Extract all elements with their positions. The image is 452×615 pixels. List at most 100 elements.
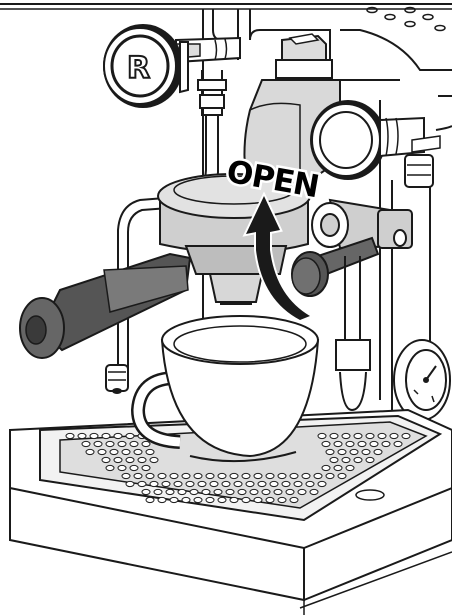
grate-hole	[318, 481, 326, 486]
grate-hole	[174, 481, 182, 486]
grate-hole	[274, 489, 282, 494]
grate-hole	[114, 457, 122, 462]
grate-hole	[190, 489, 198, 494]
grate-hole	[270, 481, 278, 486]
grate-hole	[318, 433, 326, 438]
grate-hole	[194, 473, 202, 478]
grate-hole	[322, 441, 330, 446]
grate-hole	[114, 433, 122, 438]
grate-hole	[242, 473, 250, 478]
grate-hole	[182, 497, 190, 502]
grate-hole	[246, 481, 254, 486]
grate-hole	[358, 441, 366, 446]
grate-hole	[142, 441, 150, 446]
right-water-pipe	[336, 256, 370, 410]
steam-tip	[106, 365, 128, 394]
grate-hole	[198, 481, 206, 486]
grate-hole	[170, 497, 178, 502]
grate-hole	[98, 449, 106, 454]
grate-hole	[82, 441, 90, 446]
grate-hole	[78, 433, 86, 438]
grate-hole	[254, 473, 262, 478]
grate-hole	[102, 433, 110, 438]
grate-hole	[394, 441, 402, 446]
grate-hole	[290, 473, 298, 478]
grate-hole	[94, 441, 102, 446]
grate-hole	[354, 457, 362, 462]
grate-hole	[158, 473, 166, 478]
grate-hole	[242, 497, 250, 502]
grate-hole	[302, 473, 310, 478]
grate-hole	[126, 457, 134, 462]
grate-hole	[102, 457, 110, 462]
grate-hole	[334, 465, 342, 470]
grate-hole	[110, 449, 118, 454]
grate-hole	[222, 481, 230, 486]
grate-hole	[134, 449, 142, 454]
grate-hole	[338, 449, 346, 454]
grate-hole	[278, 473, 286, 478]
grate-hole	[210, 481, 218, 486]
grate-hole	[350, 449, 358, 454]
grate-hole	[346, 441, 354, 446]
grate-hole	[310, 489, 318, 494]
grate-hole	[294, 481, 302, 486]
grate-hole	[186, 481, 194, 486]
grate-hole	[254, 497, 262, 502]
grate-hole	[262, 489, 270, 494]
grate-hole	[150, 457, 158, 462]
grate-hole	[290, 497, 298, 502]
grate-hole	[126, 481, 134, 486]
grate-hole	[258, 481, 266, 486]
grate-hole	[122, 449, 130, 454]
valve-badge-letter: R	[127, 51, 150, 86]
grate-hole	[282, 481, 290, 486]
grate-hole	[118, 465, 126, 470]
grate-hole	[382, 441, 390, 446]
grate-hole	[374, 449, 382, 454]
grate-hole	[330, 457, 338, 462]
grate-hole	[238, 489, 246, 494]
grate-hole	[326, 473, 334, 478]
machine-top-panel	[0, 4, 452, 31]
grate-hole	[182, 473, 190, 478]
grate-hole	[206, 497, 214, 502]
grate-hole	[90, 433, 98, 438]
grate-hole	[390, 433, 398, 438]
grate-hole	[314, 473, 322, 478]
grate-hole	[298, 489, 306, 494]
grate-hole	[146, 449, 154, 454]
grate-hole	[342, 433, 350, 438]
grate-hole	[234, 481, 242, 486]
grate-hole	[354, 433, 362, 438]
grate-hole	[150, 481, 158, 486]
grate-hole	[402, 433, 410, 438]
grate-hole	[158, 497, 166, 502]
grate-hole	[366, 433, 374, 438]
grate-hole	[306, 481, 314, 486]
grate-hole	[286, 489, 294, 494]
grate-hole	[278, 497, 286, 502]
grate-hole	[202, 489, 210, 494]
grate-hole	[66, 433, 74, 438]
grate-hole	[346, 465, 354, 470]
grate-hole	[118, 441, 126, 446]
grate-hole	[266, 473, 274, 478]
grate-hole	[366, 457, 374, 462]
grate-hole	[126, 433, 134, 438]
grate-hole	[142, 489, 150, 494]
grate-hole	[130, 441, 138, 446]
grate-hole	[338, 473, 346, 478]
grate-hole	[378, 433, 386, 438]
grate-hole	[130, 465, 138, 470]
grate-hole	[86, 449, 94, 454]
grate-hole	[218, 473, 226, 478]
grate-hole	[206, 473, 214, 478]
hot-water-lever	[292, 200, 412, 296]
grate-hole	[326, 449, 334, 454]
grate-hole	[230, 473, 238, 478]
grate-hole	[178, 489, 186, 494]
grate-hole	[166, 489, 174, 494]
grate-hole	[370, 441, 378, 446]
